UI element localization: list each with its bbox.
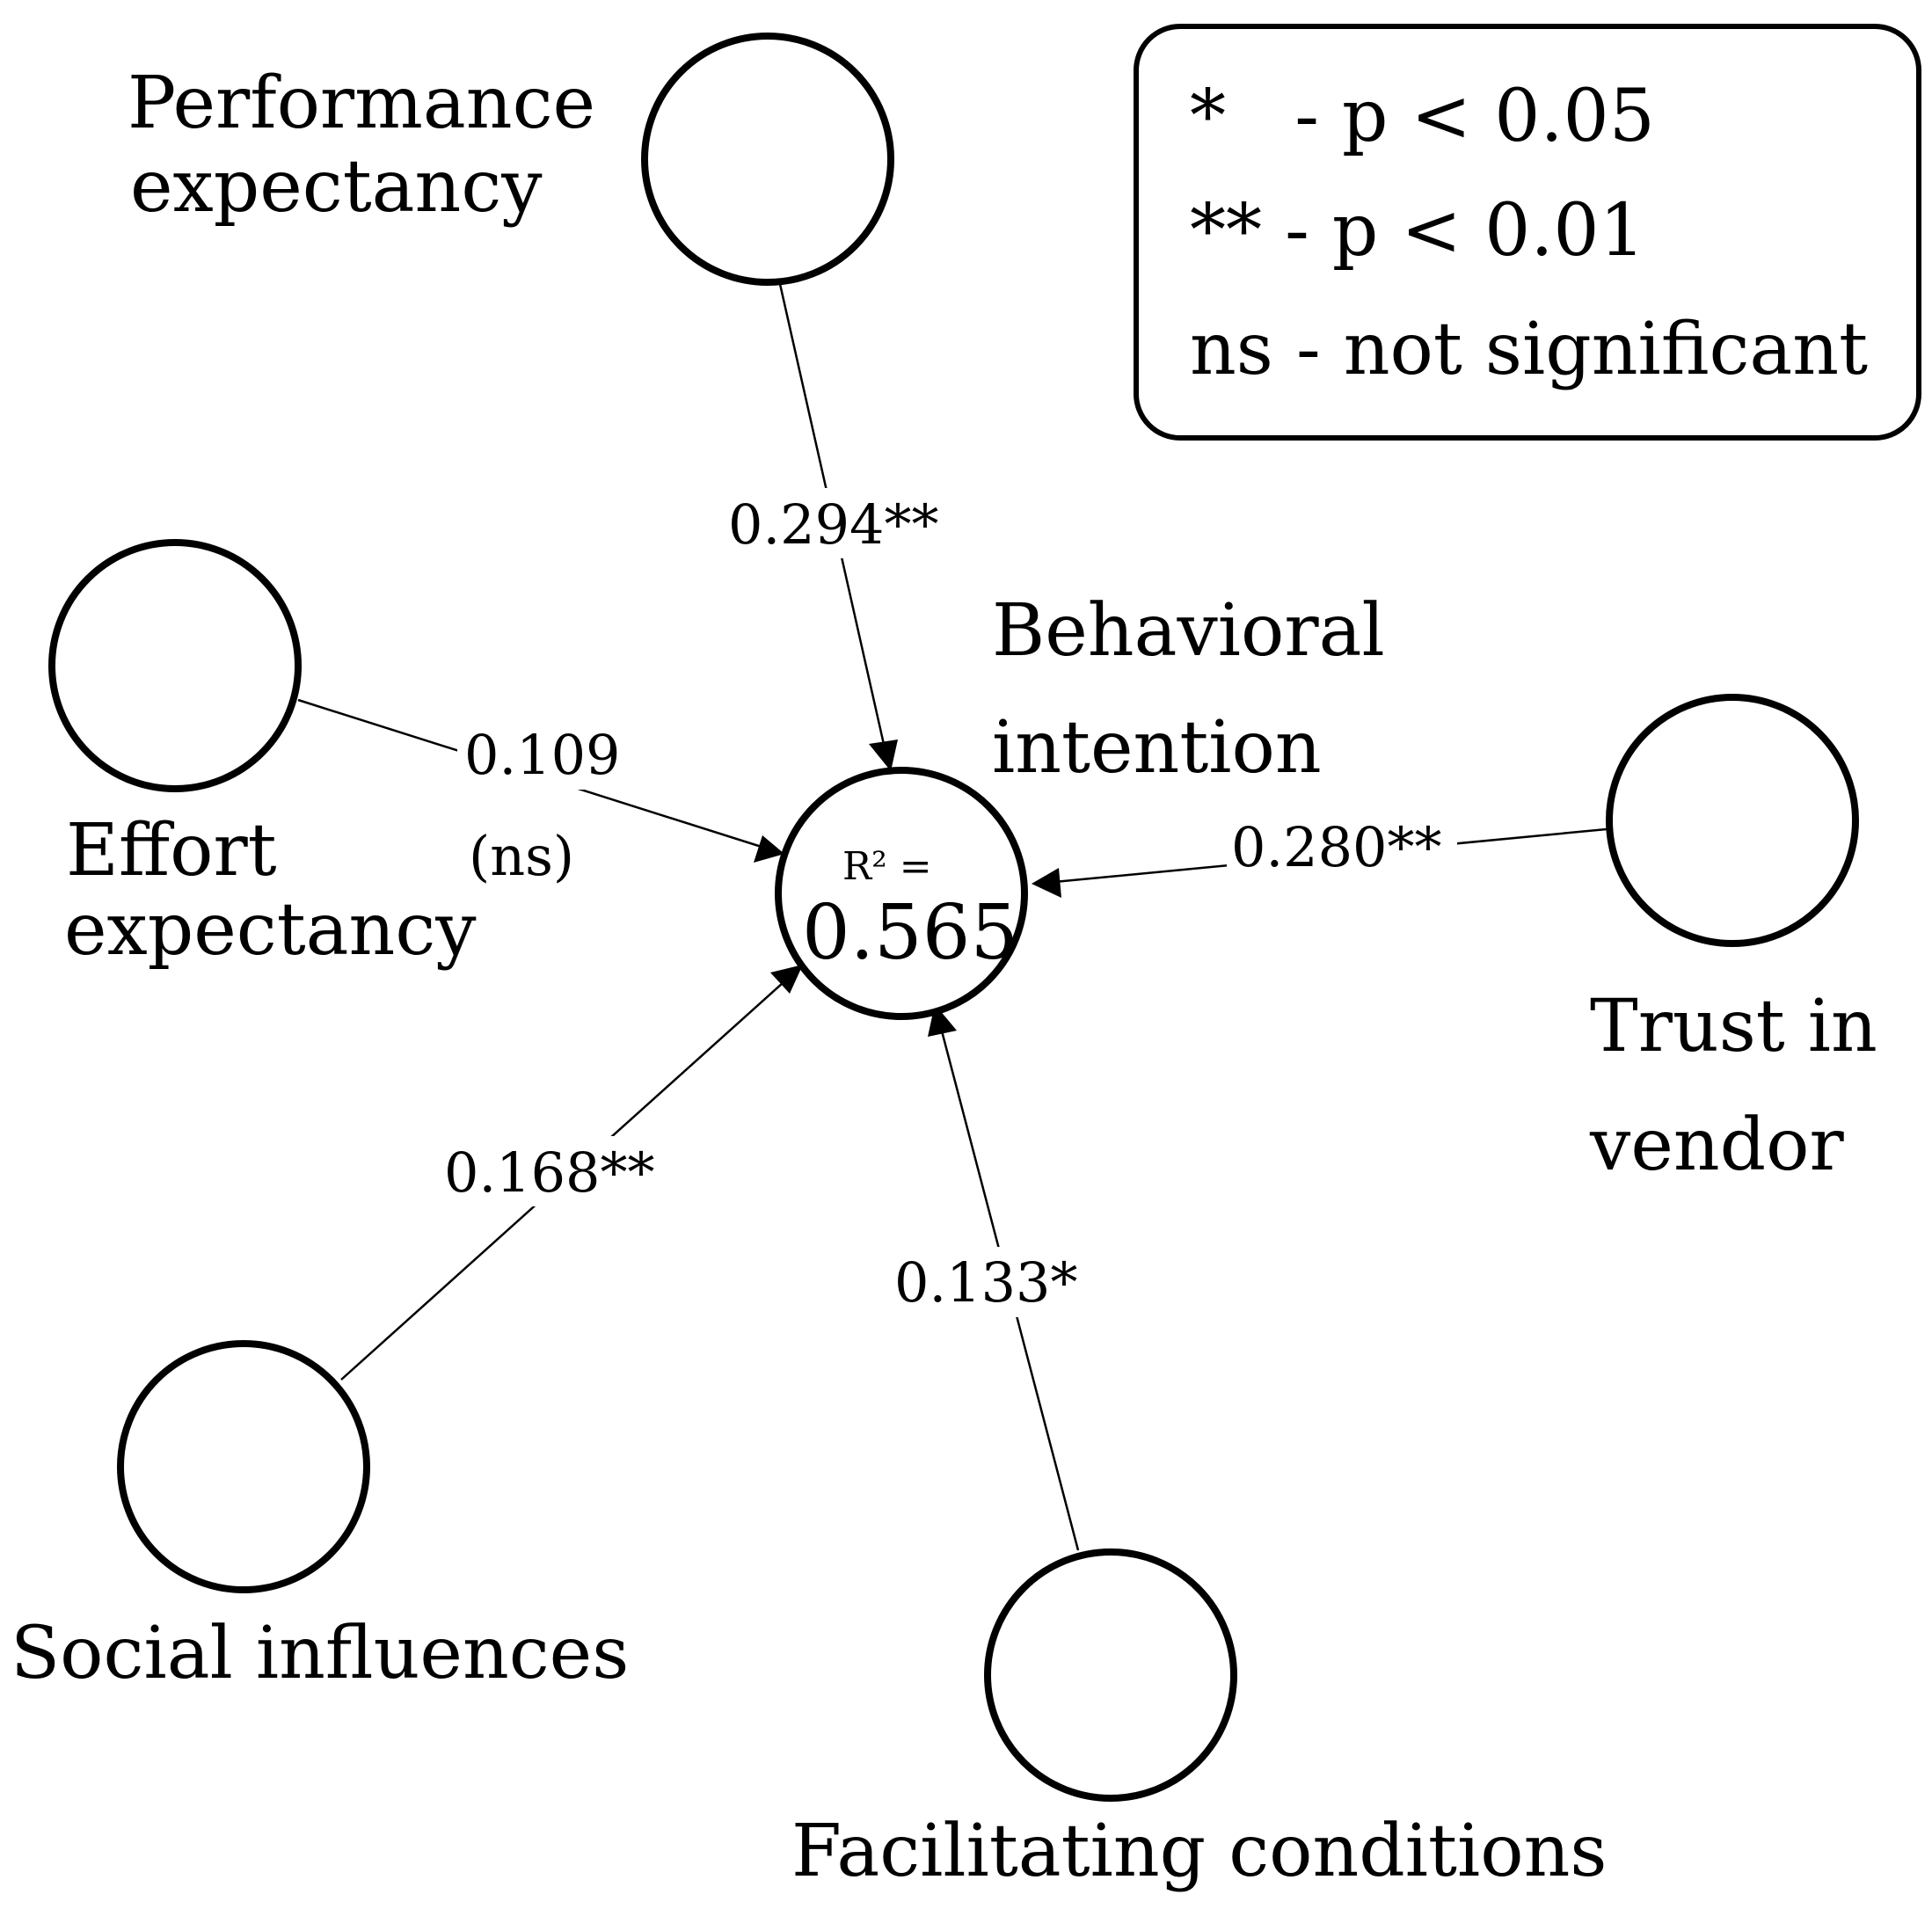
legend-box	[1134, 24, 1921, 441]
label-behavioral-line1: Behavioral	[992, 589, 1385, 673]
coefficients: 0.294** 0.109 (ns) 0.168** 0.133* 0.280*…	[440, 488, 1457, 1317]
label-trust-line2: vendor	[1589, 1104, 1845, 1187]
legend-item-p01: ** - p < 0.01	[1190, 189, 1645, 273]
label-behavioral-line2: intention	[992, 706, 1322, 790]
coef-effort: 0.109	[464, 723, 621, 787]
label-performance-line1: Performance	[128, 62, 595, 145]
label-performance-line2: expectancy	[130, 145, 543, 229]
coef-facilitating: 0.133*	[894, 1250, 1078, 1315]
node-labels: Performance expectancy Effort expectancy…	[11, 62, 1877, 1893]
arrowhead-effort	[754, 835, 784, 863]
legend-item-ns: ns - not significant	[1190, 308, 1868, 391]
nodes	[48, 33, 1859, 1802]
node-behavioral-intention	[775, 767, 1028, 1020]
arrowhead-social	[770, 965, 803, 994]
node-performance-expectancy	[641, 33, 894, 286]
legend: * - p < 0.05 ** - p < 0.01 ns - not sign…	[1134, 24, 1921, 441]
coef-effort-ns: (ns)	[469, 824, 574, 888]
label-trust-line1: Trust in	[1590, 985, 1877, 1068]
node-trust-in-vendor	[1606, 694, 1859, 947]
r-squared-label: R² =	[842, 844, 932, 889]
legend-item-p05: * - p < 0.05	[1190, 75, 1655, 158]
coef-performance: 0.294**	[728, 492, 939, 557]
coef-social: 0.168**	[444, 1140, 655, 1205]
arrowhead-performance	[869, 740, 898, 771]
arrowhead-trust	[1032, 868, 1061, 898]
label-effort-line2: expectancy	[64, 888, 477, 972]
coef-trust: 0.280**	[1231, 815, 1442, 879]
node-effort-expectancy	[48, 539, 302, 792]
node-facilitating-conditions	[984, 1548, 1237, 1802]
node-social-influences	[117, 1340, 370, 1593]
label-social: Social influences	[11, 1612, 629, 1695]
label-effort-line1: Effort	[66, 809, 277, 893]
r-squared-value: 0.565	[802, 889, 1018, 977]
label-facilitating: Facilitating conditions	[791, 1810, 1607, 1893]
